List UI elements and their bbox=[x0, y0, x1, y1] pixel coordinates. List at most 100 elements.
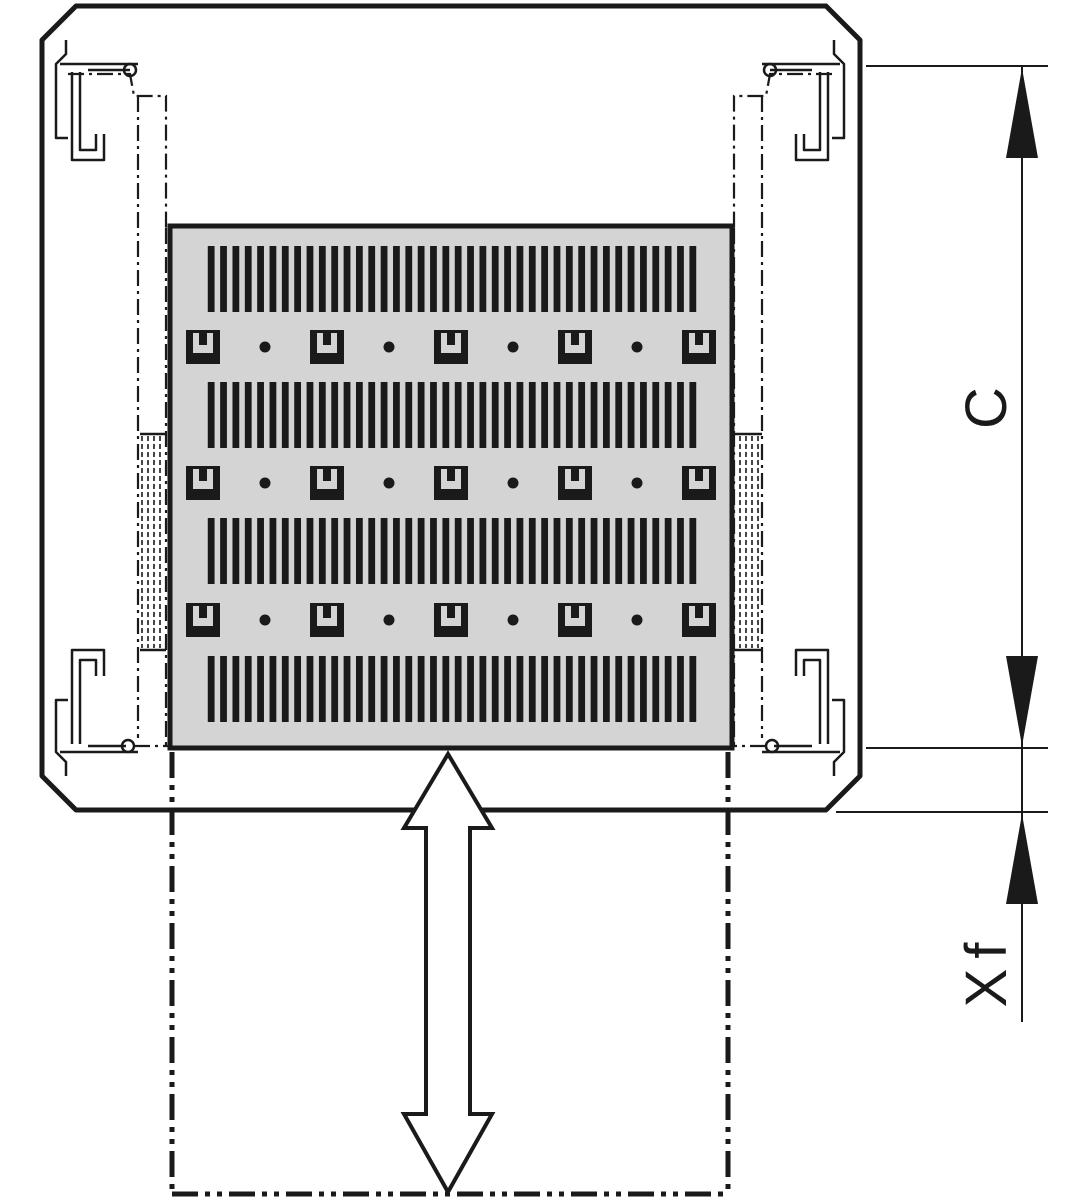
dimension-xf: Xf bbox=[836, 748, 1048, 1022]
shelf-clip-tab bbox=[323, 333, 331, 345]
shelf-slot bbox=[442, 382, 450, 448]
shelf-slot bbox=[244, 656, 252, 722]
shelf-hole bbox=[383, 614, 395, 626]
shelf-slot bbox=[578, 656, 586, 722]
shelf-hole bbox=[259, 614, 271, 626]
shelf-slot bbox=[652, 246, 660, 312]
shelf-hole bbox=[507, 477, 519, 489]
shelf-clip-tab bbox=[199, 606, 207, 618]
shelf-slot bbox=[281, 246, 289, 312]
shelf-slot bbox=[516, 382, 524, 448]
shelf-slot bbox=[528, 518, 536, 584]
shelf-slot bbox=[467, 518, 474, 584]
shelf-slot bbox=[442, 518, 450, 584]
shelf-slot bbox=[664, 382, 672, 448]
extended-shelf-outline bbox=[169, 752, 731, 1197]
shelf-hole bbox=[259, 341, 271, 353]
shelf-slot bbox=[627, 656, 635, 722]
shelf-slot bbox=[417, 518, 425, 584]
shelf-hole bbox=[507, 341, 519, 353]
shelf-slot bbox=[318, 656, 326, 722]
shelf-slot bbox=[393, 382, 400, 448]
shelf-slot bbox=[355, 518, 363, 584]
shelf-slot bbox=[467, 382, 474, 448]
shelf-clip-tab bbox=[199, 469, 207, 481]
shelf-clip-tab bbox=[323, 469, 331, 481]
shelf-slot bbox=[281, 656, 289, 722]
shelf-clip-tab bbox=[571, 333, 579, 345]
dimension-xf-label: Xf bbox=[954, 933, 1019, 1008]
shelf-slot bbox=[331, 246, 339, 312]
shelf-slot bbox=[244, 246, 252, 312]
shelf-slot bbox=[331, 656, 339, 722]
shelf-slot bbox=[491, 656, 499, 722]
shelf-slot bbox=[368, 246, 376, 312]
profile-bottom-right bbox=[762, 648, 846, 776]
dimension-c-arrow-bottom bbox=[1006, 656, 1038, 746]
cabinet-frame bbox=[39, 3, 863, 813]
shelf-clip-tab bbox=[447, 469, 455, 481]
shelf-slot bbox=[405, 382, 413, 448]
shelf-slot bbox=[220, 382, 227, 448]
shelf-slot bbox=[294, 656, 302, 722]
shelf-clip-tab bbox=[323, 606, 331, 618]
shelf-slot bbox=[479, 246, 487, 312]
shelf-slot bbox=[689, 246, 697, 312]
shelf-slot bbox=[541, 246, 549, 312]
shelf-slot bbox=[640, 246, 647, 312]
left-rail-contour bbox=[68, 72, 168, 748]
shelf-slot bbox=[430, 246, 437, 312]
shelf-slot bbox=[454, 246, 462, 312]
shelf-slot bbox=[417, 382, 425, 448]
shelf-slot bbox=[677, 656, 684, 722]
shelf-slot bbox=[405, 518, 413, 584]
shelf-slot bbox=[232, 246, 240, 312]
shelf-slot bbox=[380, 518, 388, 584]
shelf-slot bbox=[528, 246, 536, 312]
shelf-slot bbox=[306, 246, 314, 312]
shelf-slot bbox=[590, 656, 598, 722]
shelf-slot bbox=[652, 656, 660, 722]
shelf-slot bbox=[294, 518, 302, 584]
shelf-slot bbox=[368, 518, 376, 584]
shelf-slot bbox=[269, 246, 277, 312]
shelf-slot bbox=[491, 382, 499, 448]
shelf-slot bbox=[541, 518, 549, 584]
shelf-slot bbox=[553, 656, 561, 722]
shelf-slot bbox=[393, 518, 400, 584]
profile-top-right bbox=[762, 40, 846, 162]
shelf-hole bbox=[259, 477, 271, 489]
shelf-clip-tab bbox=[695, 333, 703, 345]
shelf-slot bbox=[553, 382, 561, 448]
shelf-slot bbox=[454, 518, 462, 584]
shelf-slot bbox=[442, 656, 450, 722]
profile-top-left bbox=[54, 40, 138, 162]
shelf-slot bbox=[207, 656, 215, 722]
shelf-slot bbox=[504, 656, 511, 722]
shelf-slot bbox=[590, 246, 598, 312]
shelf-slot bbox=[602, 656, 610, 722]
shelf-slot bbox=[393, 656, 400, 722]
shelf-slot bbox=[553, 246, 561, 312]
shelf-slot bbox=[244, 382, 252, 448]
shelf-hole bbox=[383, 341, 395, 353]
right-rail-contour bbox=[732, 72, 832, 748]
shelf-slot bbox=[516, 656, 524, 722]
shelf-slot bbox=[677, 382, 684, 448]
shelf-slot bbox=[602, 518, 610, 584]
shelf-slot bbox=[640, 382, 647, 448]
shelf-slot bbox=[652, 518, 660, 584]
shelf-hole bbox=[631, 614, 643, 626]
shelf-slot bbox=[343, 382, 351, 448]
rail-support-hatching bbox=[140, 432, 762, 652]
shelf-slot bbox=[306, 382, 314, 448]
shelf-slot bbox=[677, 246, 684, 312]
shelf-slot bbox=[479, 656, 487, 722]
shelf-slot bbox=[627, 518, 635, 584]
shelf-slot bbox=[689, 382, 697, 448]
dimension-c: C bbox=[866, 65, 1048, 749]
shelf-slot bbox=[442, 246, 450, 312]
shelf-slot bbox=[504, 518, 511, 584]
shelf-slot bbox=[355, 246, 363, 312]
